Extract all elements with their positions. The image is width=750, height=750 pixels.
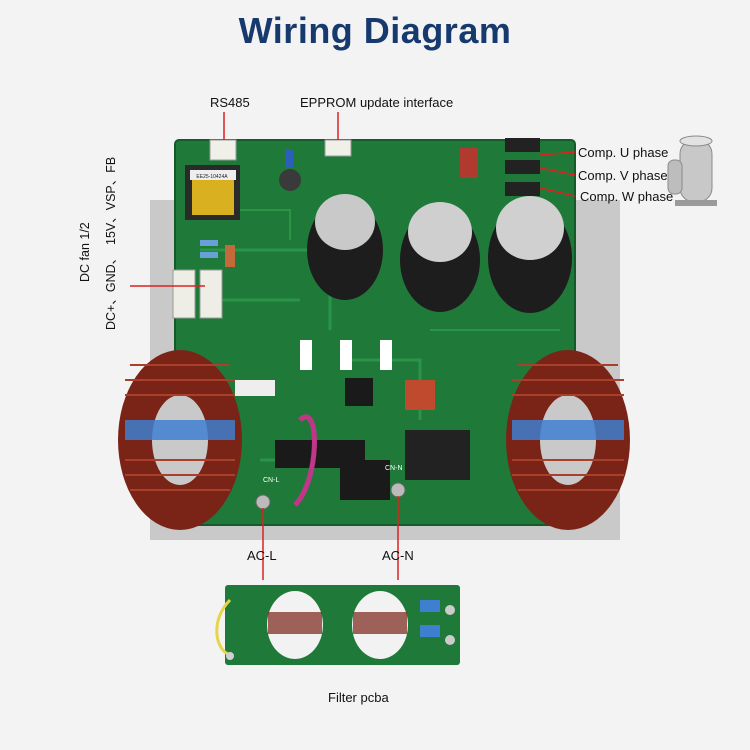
comp-v-label: Comp. V phase (578, 168, 668, 183)
rs485-label: RS485 (210, 95, 250, 110)
page-title: Wiring Diagram (238, 10, 512, 51)
comp-w-label: Comp. W phase (580, 189, 674, 204)
fan-pins-top-label: 15V、VSP、FB (104, 156, 118, 245)
comp-u-callout (539, 151, 576, 156)
bulk-capacitors (307, 194, 572, 313)
controller-ic (345, 378, 373, 406)
cn-n-marking: CN-N (385, 465, 403, 472)
purple-wire (293, 414, 317, 507)
toroid-left (118, 350, 242, 530)
transformer (185, 165, 240, 220)
rs485-connector (209, 139, 237, 161)
comp-v-callout (539, 167, 576, 176)
ac-n-terminal (390, 482, 406, 498)
ac-l-label: AC-L (247, 548, 277, 563)
callout-lines (130, 112, 576, 580)
eeprom-connector (324, 139, 352, 157)
fan-pins-bottom-label: DC+、GND、 (104, 251, 118, 330)
ac-n-label: AC-N (382, 548, 414, 563)
filter-pcba-label: Filter pcba (328, 690, 389, 705)
eeprom-label: EPPROM update interface (300, 95, 454, 110)
ac-l-terminal (255, 494, 271, 510)
dc-fan-label: DC fan 1/2 (78, 222, 92, 282)
comp-u-label: Comp. U phase (578, 145, 669, 160)
compressor-terminals (505, 138, 540, 196)
relay (405, 430, 470, 480)
power-block (340, 460, 390, 500)
compressor-icon (667, 135, 717, 206)
comp-w-callout (539, 187, 576, 197)
transformer-marking: EE25-10424A (196, 174, 228, 180)
filter-pcb (215, 585, 460, 665)
cn-l-marking: CN-L (263, 477, 279, 484)
toroid-right (506, 350, 630, 530)
small-components (200, 148, 478, 410)
fan-connectors (172, 269, 223, 319)
